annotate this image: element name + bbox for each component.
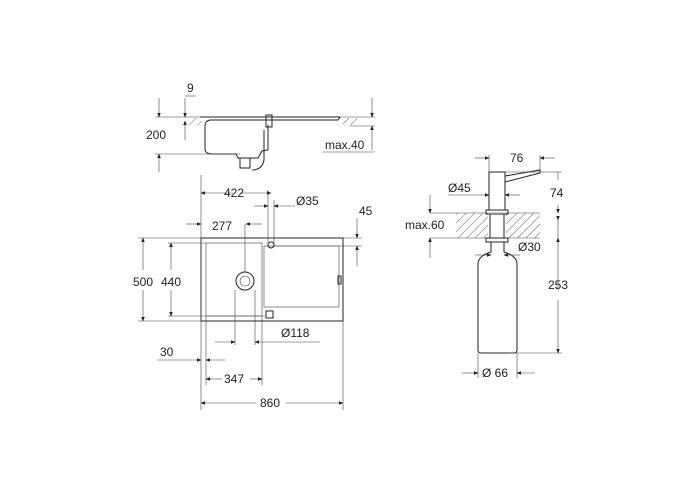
- dim-860: 860: [260, 396, 280, 410]
- dim-30: 30: [160, 345, 174, 359]
- dim-d35: Ø35: [296, 194, 319, 208]
- sink-side-view: 9 200 max.40: [146, 81, 375, 172]
- dim-9: 9: [187, 81, 194, 95]
- dim-440: 440: [161, 275, 181, 289]
- dim-422: 422: [224, 186, 244, 200]
- dim-d30: Ø30: [518, 240, 541, 254]
- dim-d45: Ø45: [448, 181, 471, 195]
- dim-347: 347: [224, 372, 244, 386]
- dim-max60: max.60: [405, 218, 445, 232]
- dim-74: 74: [550, 186, 564, 200]
- dim-500: 500: [133, 275, 153, 289]
- dim-d118: Ø118: [281, 326, 310, 340]
- dim-277: 277: [212, 219, 232, 233]
- dim-76: 76: [510, 151, 524, 165]
- dim-45: 45: [359, 204, 373, 218]
- sink-top-view: 422 Ø35 45 277 500 440 Ø118 30 347 860: [133, 175, 373, 410]
- dim-253: 253: [548, 278, 568, 292]
- dim-max40: max.40: [325, 138, 365, 152]
- dim-d66: Ø 66: [482, 366, 508, 380]
- soap-dispenser: 76 74 Ø45 max.60 Ø30 253 Ø 66: [405, 151, 568, 380]
- dim-200: 200: [146, 128, 166, 142]
